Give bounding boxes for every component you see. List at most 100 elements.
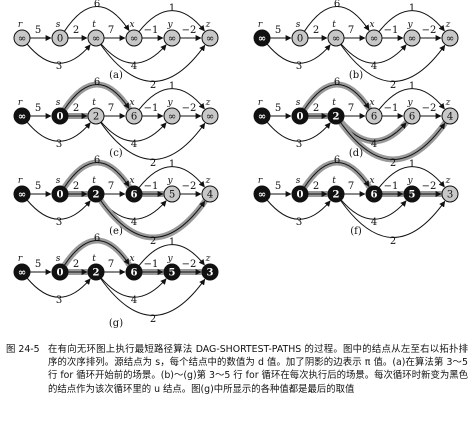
vertex-y bbox=[403, 185, 421, 203]
vertex-z bbox=[441, 29, 459, 47]
edge-weight-r-s: 5 bbox=[35, 181, 41, 192]
edge-r-t bbox=[26, 277, 91, 298]
vertex-d-value-s: 0 bbox=[297, 112, 304, 123]
edge-weight-t-z: 2 bbox=[150, 314, 156, 325]
edge-t-z bbox=[340, 44, 446, 82]
edge-weight-t-z: 2 bbox=[390, 80, 396, 91]
vertex-label-x: x bbox=[369, 20, 374, 30]
edge-weight-s-x: 6 bbox=[334, 155, 340, 166]
edge-weight-y-z: −2 bbox=[182, 25, 197, 36]
edge-weight-y-z: −2 bbox=[182, 181, 197, 192]
vertex-label-y: y bbox=[166, 254, 173, 264]
edge-weight-r-s: 5 bbox=[275, 25, 281, 36]
figure-number: 图 24-5 bbox=[6, 344, 40, 355]
vertex-label-t: t bbox=[332, 98, 336, 108]
vertex-d-value-z: 3 bbox=[207, 268, 214, 279]
edge-weight-s-x: 6 bbox=[334, 0, 340, 10]
dag-shortest-paths-diagram: 5326742−11−2r∞s0t∞x∞y∞z∞(a)5326742−11−2r… bbox=[13, 0, 459, 329]
edge-weight-t-x: 7 bbox=[348, 103, 354, 114]
vertex-label-y: y bbox=[406, 98, 413, 108]
vertex-d-value-t: 2 bbox=[333, 190, 340, 201]
vertex-x bbox=[365, 29, 383, 47]
edge-weight-t-y: 4 bbox=[131, 295, 137, 306]
vertex-r bbox=[253, 29, 271, 47]
vertex-t bbox=[327, 107, 345, 125]
edge-weight-r-t: 3 bbox=[296, 61, 302, 72]
vertex-z bbox=[441, 107, 459, 125]
edge-s-x bbox=[303, 161, 370, 188]
vertex-label-z: z bbox=[445, 98, 451, 108]
vertex-y bbox=[163, 29, 181, 47]
vertex-label-x: x bbox=[129, 176, 134, 186]
edge-s-x bbox=[63, 5, 130, 32]
edge-s-x bbox=[303, 5, 370, 32]
vertex-x bbox=[125, 107, 143, 125]
edge-weight-t-z: 2 bbox=[150, 80, 156, 91]
edge-r-t bbox=[266, 121, 331, 142]
vertex-s bbox=[291, 185, 309, 203]
vertex-d-value-t: ∞ bbox=[332, 34, 340, 45]
edge-weight-r-s: 5 bbox=[35, 103, 41, 114]
vertex-label-s: s bbox=[296, 176, 301, 186]
vertex-label-x: x bbox=[369, 176, 374, 186]
edge-weight-r-s: 5 bbox=[275, 181, 281, 192]
vertex-d-value-r: ∞ bbox=[258, 190, 266, 201]
vertex-label-s: s bbox=[56, 98, 61, 108]
edge-weight-t-z: 2 bbox=[390, 158, 396, 169]
edge-weight-r-t: 3 bbox=[56, 217, 62, 228]
edge-weight-x-y: −1 bbox=[384, 25, 399, 36]
edge-weight-s-t: 2 bbox=[313, 181, 319, 192]
vertex-d-value-r: ∞ bbox=[258, 112, 266, 123]
edge-weight-t-x: 7 bbox=[108, 103, 114, 114]
edge-weight-t-x: 7 bbox=[348, 25, 354, 36]
vertex-d-value-r: ∞ bbox=[18, 190, 26, 201]
edge-x-z bbox=[138, 244, 205, 267]
vertex-label-t: t bbox=[332, 176, 336, 186]
edge-weight-r-s: 5 bbox=[35, 259, 41, 270]
edge-weight-t-x: 7 bbox=[108, 25, 114, 36]
edge-t-y bbox=[100, 277, 167, 298]
edge-weight-s-t: 2 bbox=[73, 181, 79, 192]
edge-weight-s-t: 2 bbox=[73, 103, 79, 114]
vertex-label-r: r bbox=[18, 98, 23, 108]
edge-weight-r-t: 3 bbox=[56, 61, 62, 72]
vertex-d-value-t: 2 bbox=[93, 268, 100, 279]
edge-weight-x-y: −1 bbox=[144, 103, 159, 114]
vertex-label-t: t bbox=[92, 254, 96, 264]
vertex-r bbox=[253, 185, 271, 203]
edge-weight-s-x: 6 bbox=[334, 77, 340, 88]
vertex-s bbox=[51, 107, 69, 125]
vertex-d-value-y: 6 bbox=[409, 112, 415, 123]
vertex-z bbox=[201, 263, 219, 281]
vertex-t bbox=[87, 185, 105, 203]
vertex-d-value-s: 0 bbox=[57, 190, 64, 201]
vertex-d-value-r: ∞ bbox=[18, 34, 26, 45]
edge-weight-x-z: 1 bbox=[169, 81, 175, 92]
vertex-d-value-y: 5 bbox=[169, 190, 175, 201]
vertex-label-y: y bbox=[166, 98, 173, 108]
vertex-label-t: t bbox=[92, 20, 96, 30]
edge-weight-r-t: 3 bbox=[296, 217, 302, 228]
vertex-x bbox=[365, 185, 383, 203]
edge-weight-t-y: 4 bbox=[131, 139, 137, 150]
edge-weight-s-x: 6 bbox=[94, 233, 100, 244]
edge-r-t bbox=[266, 199, 331, 220]
vertex-label-y: y bbox=[166, 176, 173, 186]
edge-r-t bbox=[26, 121, 91, 142]
vertex-label-r: r bbox=[258, 176, 263, 186]
vertex-label-r: r bbox=[18, 254, 23, 264]
vertex-s bbox=[51, 29, 69, 47]
vertex-d-value-x: ∞ bbox=[370, 34, 378, 45]
vertex-label-s: s bbox=[56, 20, 61, 30]
vertex-d-value-z: 4 bbox=[207, 190, 213, 201]
edge-weight-y-z: −2 bbox=[422, 103, 437, 114]
vertex-label-y: y bbox=[406, 20, 413, 30]
vertex-label-x: x bbox=[129, 254, 134, 264]
vertex-label-x: x bbox=[129, 98, 134, 108]
edge-t-z bbox=[100, 200, 206, 238]
vertex-d-value-x: 6 bbox=[131, 112, 137, 123]
edge-weight-x-y: −1 bbox=[144, 181, 159, 192]
edge-s-x bbox=[63, 239, 130, 266]
